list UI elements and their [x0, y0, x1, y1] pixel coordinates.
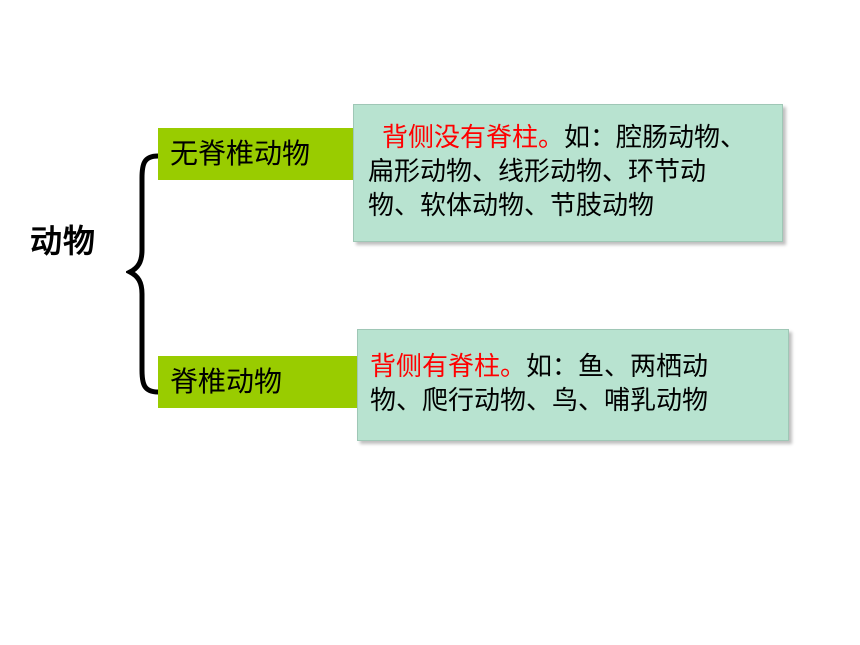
vertebrate-description-box: 背侧有脊柱。如：鱼、两栖动 物、爬行动物、鸟、哺乳动物	[357, 329, 789, 441]
root-label: 动物	[30, 222, 97, 260]
invertebrate-examples-line-2: 扁形动物、线形动物、环节动	[368, 157, 707, 187]
invertebrate-feature: 背侧没有脊柱。	[382, 123, 565, 153]
invertebrate-description-line-1: 背侧没有脊柱。如：腔肠动物、	[368, 121, 772, 155]
invertebrate-examples-line-1: 如：腔肠动物、	[564, 123, 747, 153]
invertebrate-examples-line-3: 物、软体动物、节肢动物	[368, 191, 655, 221]
vertebrate-category: 脊椎动物	[158, 356, 358, 408]
vertebrate-description-line-1: 背侧有脊柱。如：鱼、两栖动	[370, 350, 778, 384]
invertebrate-category: 无脊椎动物	[158, 128, 354, 180]
curly-brace	[126, 153, 161, 395]
vertebrate-examples-line-2: 物、爬行动物、鸟、哺乳动物	[370, 386, 709, 416]
vertebrate-feature: 背侧有脊柱。	[370, 352, 527, 382]
invertebrate-description-box: 背侧没有脊柱。如：腔肠动物、 扁形动物、线形动物、环节动 物、软体动物、节肢动物	[353, 104, 783, 242]
vertebrate-examples-line-1: 如：鱼、两栖动	[526, 352, 709, 382]
